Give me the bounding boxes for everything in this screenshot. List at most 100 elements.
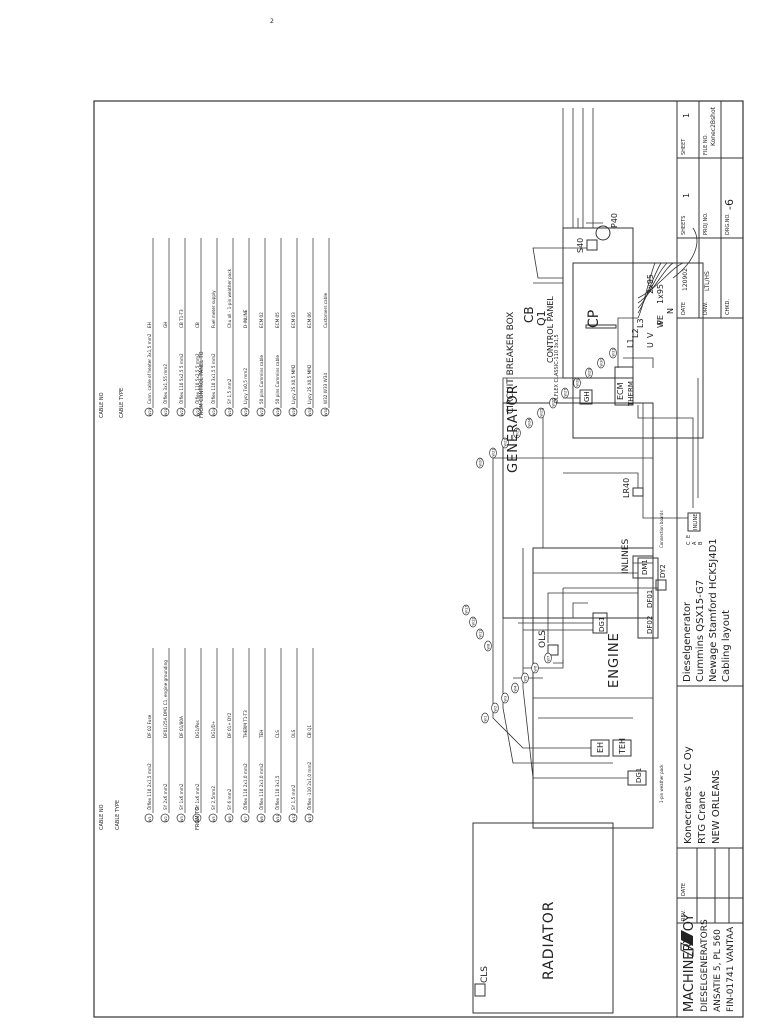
right-row-no: W24 — [212, 407, 216, 416]
left-row-no: W6 — [228, 816, 232, 822]
left-row-tag-circle — [304, 813, 314, 823]
right-row-type: Ölflex 3x1,55 mm2 — [163, 364, 168, 404]
connection-note: Connection boards — [659, 510, 664, 548]
left-row-type: SY 6 mm2 — [227, 788, 232, 810]
left-row-no: W2 — [164, 816, 168, 822]
cable-tag-oval — [469, 616, 477, 628]
therm-label: THERM — [627, 381, 635, 407]
phase-l1: L1 — [626, 338, 635, 348]
phase-w: W — [656, 320, 665, 328]
left-row-tag-circle — [224, 813, 234, 823]
inlines-label: INLINES — [621, 539, 631, 574]
left-row-no: W8 — [260, 816, 264, 822]
company-line-3: ANSATIE 5, PL 560 — [713, 929, 723, 1012]
left-row-from-to: TEH — [259, 730, 264, 739]
lr40-box — [632, 487, 644, 497]
right-row-type: SY 1,5 mm2 — [227, 378, 232, 404]
cable-tag-oval — [597, 357, 605, 369]
sheet-value: 1 — [682, 113, 691, 118]
right-row-no: W27 — [260, 408, 264, 416]
right-cable-table: CABLE NO CABLE TYPE FROM CONTROL PANEL T… — [99, 238, 330, 418]
left-row-from-to: DF 02 Fuse — [147, 714, 152, 738]
left-header-fromto: FROM TO — [195, 807, 201, 830]
gh-box — [579, 389, 593, 405]
inline-box — [687, 512, 701, 532]
cb-label: CB — [522, 306, 536, 323]
cable-tags: W1W2W3W4W5W6W7W8W11W12W17W20W21W22W23W24… — [462, 347, 617, 724]
left-row-type: SY 1x6 mm2 — [195, 783, 200, 810]
left-row-no: W12 — [292, 814, 296, 822]
right-row-tag-circle — [160, 407, 170, 417]
left-row-type: Ölflex 110 2x1,5 mm2 — [147, 763, 152, 810]
date-header: DATE — [681, 883, 687, 896]
cp-cable-label: OLFLEX CLASSIC-110 3x1,5 — [554, 334, 560, 403]
right-row-type: 50 pins Cummins cable — [275, 355, 280, 404]
description-line-2: Cummins QSX15-G7 — [695, 580, 706, 682]
sheets-value: 1 — [682, 193, 691, 198]
cable-tag-label: W11 — [478, 629, 482, 637]
drg-no-value: -6 — [723, 199, 736, 210]
right-row-tag-circle — [144, 407, 154, 417]
left-row-no: W17 — [308, 814, 312, 822]
drawing-rotated: MACHINERY OY DIESELGENERATORS ANSATIE 5,… — [93, 100, 744, 1018]
file-no-label: FILE NO. — [703, 134, 709, 155]
right-row-tag-circle — [224, 407, 234, 417]
cls-box — [474, 983, 486, 997]
cable-tag-oval — [573, 377, 581, 389]
df-box — [637, 557, 659, 639]
right-row-to: Fuel meter supply — [211, 290, 216, 328]
sheet-label: SHEET — [681, 138, 687, 155]
cable-tag-oval — [513, 427, 521, 439]
cable-tag-label: W5 — [523, 676, 527, 682]
pin-note: 1-pin weather pack — [659, 764, 664, 803]
cable-tag-label: W17 — [464, 605, 468, 613]
cable-tag-oval — [521, 672, 529, 684]
cable-tag-label: W1 — [483, 716, 487, 722]
right-row-type: Liycy 7x0,5 mm2 — [243, 368, 248, 404]
right-row-to: ECM 06 — [307, 312, 312, 328]
left-row-from-to: DF 01/80A — [179, 716, 184, 738]
right-row-tag-circle — [240, 407, 250, 417]
left-row-from-to: CB Q1 — [307, 725, 312, 738]
left-row-tag-circle — [192, 813, 202, 823]
cls-label: CLS — [480, 966, 490, 983]
cable-tag-oval — [476, 628, 484, 640]
right-row-no: W28 — [276, 408, 280, 416]
right-row-tag-circle — [272, 407, 282, 417]
circuit-breaker-box — [572, 262, 704, 439]
inline-tag-inline: INLINE — [693, 514, 699, 530]
phase-v: V — [646, 332, 655, 338]
right-row-type: Ölflex 110 5x2,5 5 mm2 — [179, 353, 184, 404]
description-line-3: Newage Stamford HCK5J4D1 — [708, 538, 719, 682]
cable-tag-label: W8 — [486, 643, 490, 650]
title-block — [676, 101, 743, 1017]
phase-l3: L3 — [636, 318, 645, 328]
cable-tag-label: W26 — [551, 398, 555, 407]
generator-label: GENERATOR — [506, 384, 521, 473]
left-row-type: SY 2,5mm2 — [211, 786, 216, 810]
cable-tag-label: W28 — [575, 378, 579, 387]
dg1b-label: DG1 — [598, 617, 606, 632]
left-row-no: W1 — [148, 816, 152, 822]
left-row-from-to: THERM T1-T3 — [243, 710, 248, 739]
p40-label: P40 — [610, 213, 619, 228]
left-row-from-to: DF 01+ DY2 — [227, 712, 232, 738]
drawing-sheet: MACHINERY OY DIESELGENERATORS ANSATIE 5,… — [93, 100, 744, 1018]
left-row-type: Ölflex 110 2x1,0 mm2 — [243, 763, 248, 810]
dy2-label: DY2 — [659, 564, 667, 578]
left-row-type: SY 1x6 mm2 — [179, 783, 184, 810]
inline-tag-e: E — [686, 535, 692, 538]
right-row-to: CB — [195, 322, 200, 328]
right-header-to: FROM CONTROL PANEL TO — [199, 351, 205, 418]
description-line-1: Dieselgenerator — [682, 601, 693, 682]
dm1-label: DM1 — [641, 559, 649, 575]
cable-tag-oval — [549, 397, 557, 409]
phase-wiring — [637, 227, 698, 319]
cable-tag-oval — [537, 407, 545, 419]
cable-tag-oval — [501, 692, 509, 704]
cable-tag-oval — [501, 437, 509, 449]
left-row-from-to: OLS — [291, 729, 296, 738]
s40-label: S40 — [576, 238, 585, 253]
checked-label: CHKD. — [725, 299, 731, 315]
